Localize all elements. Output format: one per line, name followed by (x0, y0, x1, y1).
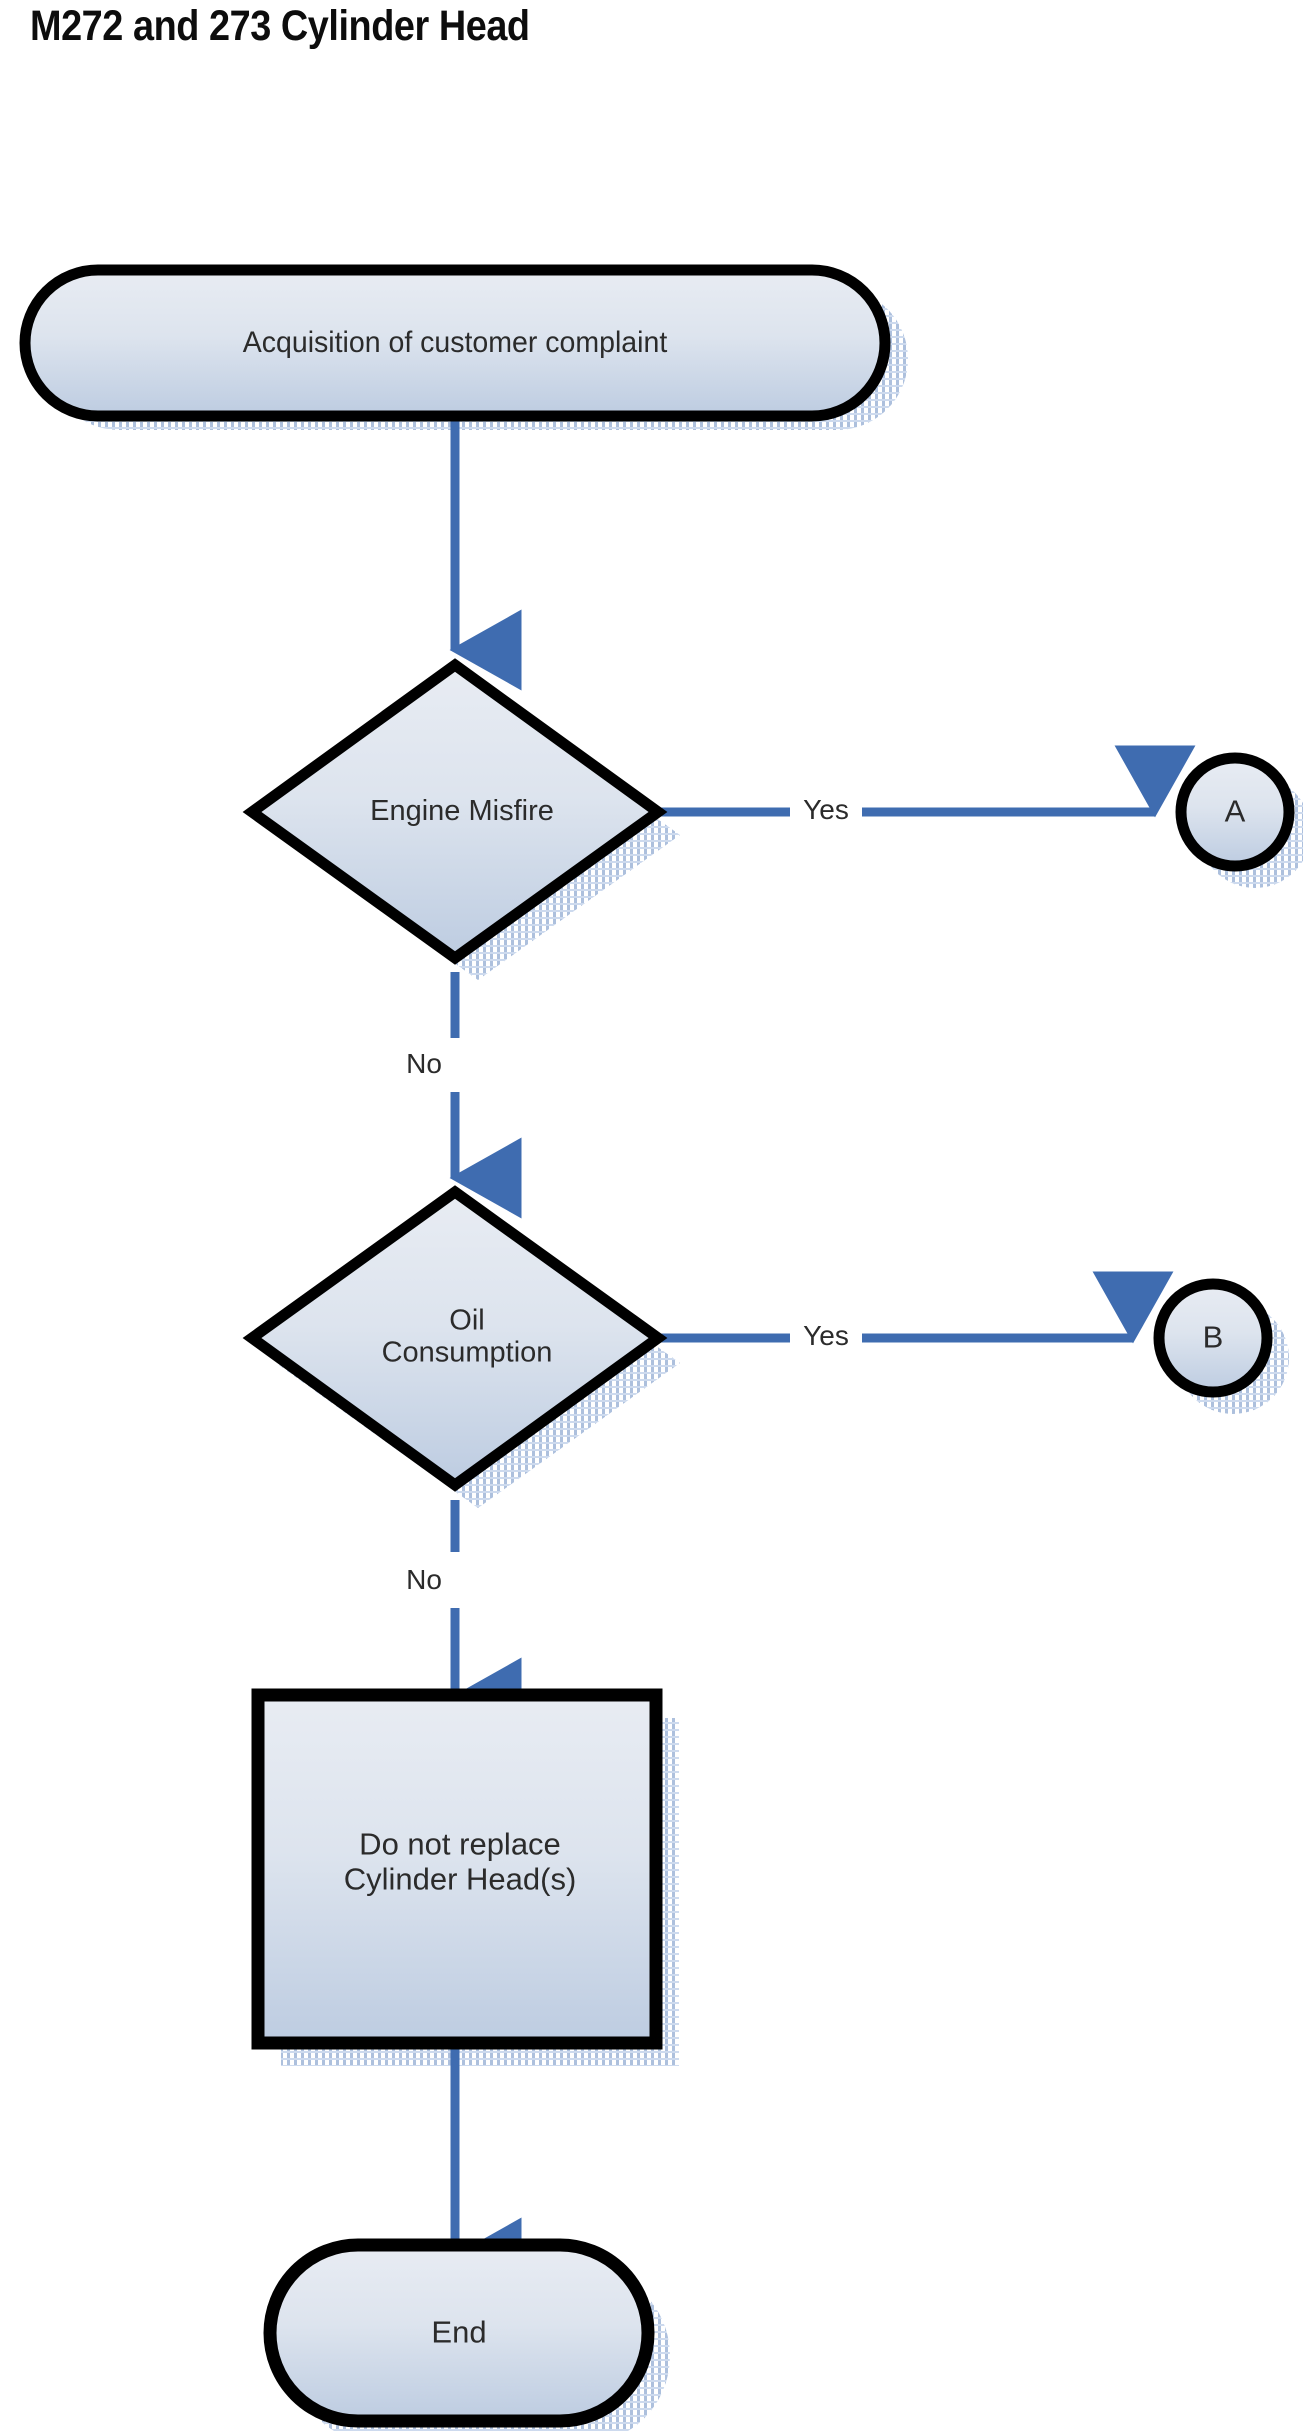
node-start-shape[interactable] (19, 264, 891, 422)
node-connector-b-shape[interactable] (1153, 1278, 1273, 1398)
node-oil-consumption-shape[interactable] (242, 1185, 668, 1492)
node-connector-a-shape[interactable] (1175, 752, 1295, 872)
connector-lines (449, 415, 1196, 2299)
node-end-shape[interactable] (263, 2238, 655, 2428)
edge-label-oil-no: No (399, 1564, 449, 1596)
edge-label-misfire-no: No (399, 1048, 449, 1080)
page-title: M272 and 273 Cylinder Head (30, 2, 530, 50)
edge-label-misfire-yes: Yes (796, 794, 856, 826)
node-shapes (19, 264, 1295, 2428)
node-engine-misfire-shape[interactable] (242, 658, 668, 965)
node-process-shape[interactable] (251, 1688, 663, 2050)
edge-label-oil-yes: Yes (796, 1320, 856, 1352)
node-shadows (48, 288, 1303, 2431)
